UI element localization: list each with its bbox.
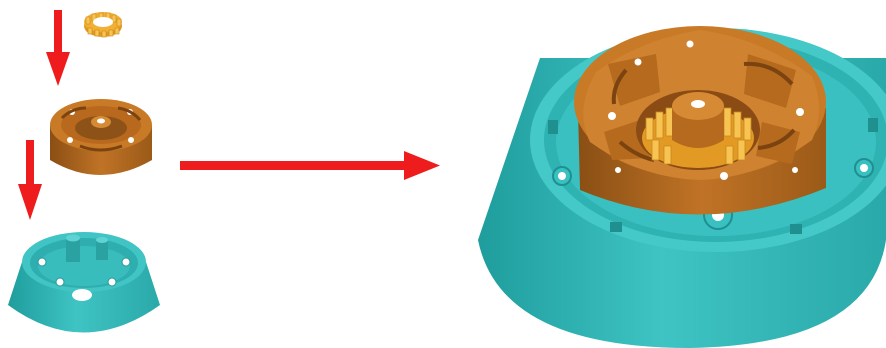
arrow-to-assembly [180, 151, 440, 180]
gear-ring-part [84, 12, 122, 37]
arrow-housing-to-base [18, 140, 42, 220]
arrow-gear-to-housing [46, 10, 70, 86]
outer-base-part [8, 232, 160, 333]
assembled-unit [478, 26, 886, 348]
inner-housing-part [50, 99, 152, 175]
